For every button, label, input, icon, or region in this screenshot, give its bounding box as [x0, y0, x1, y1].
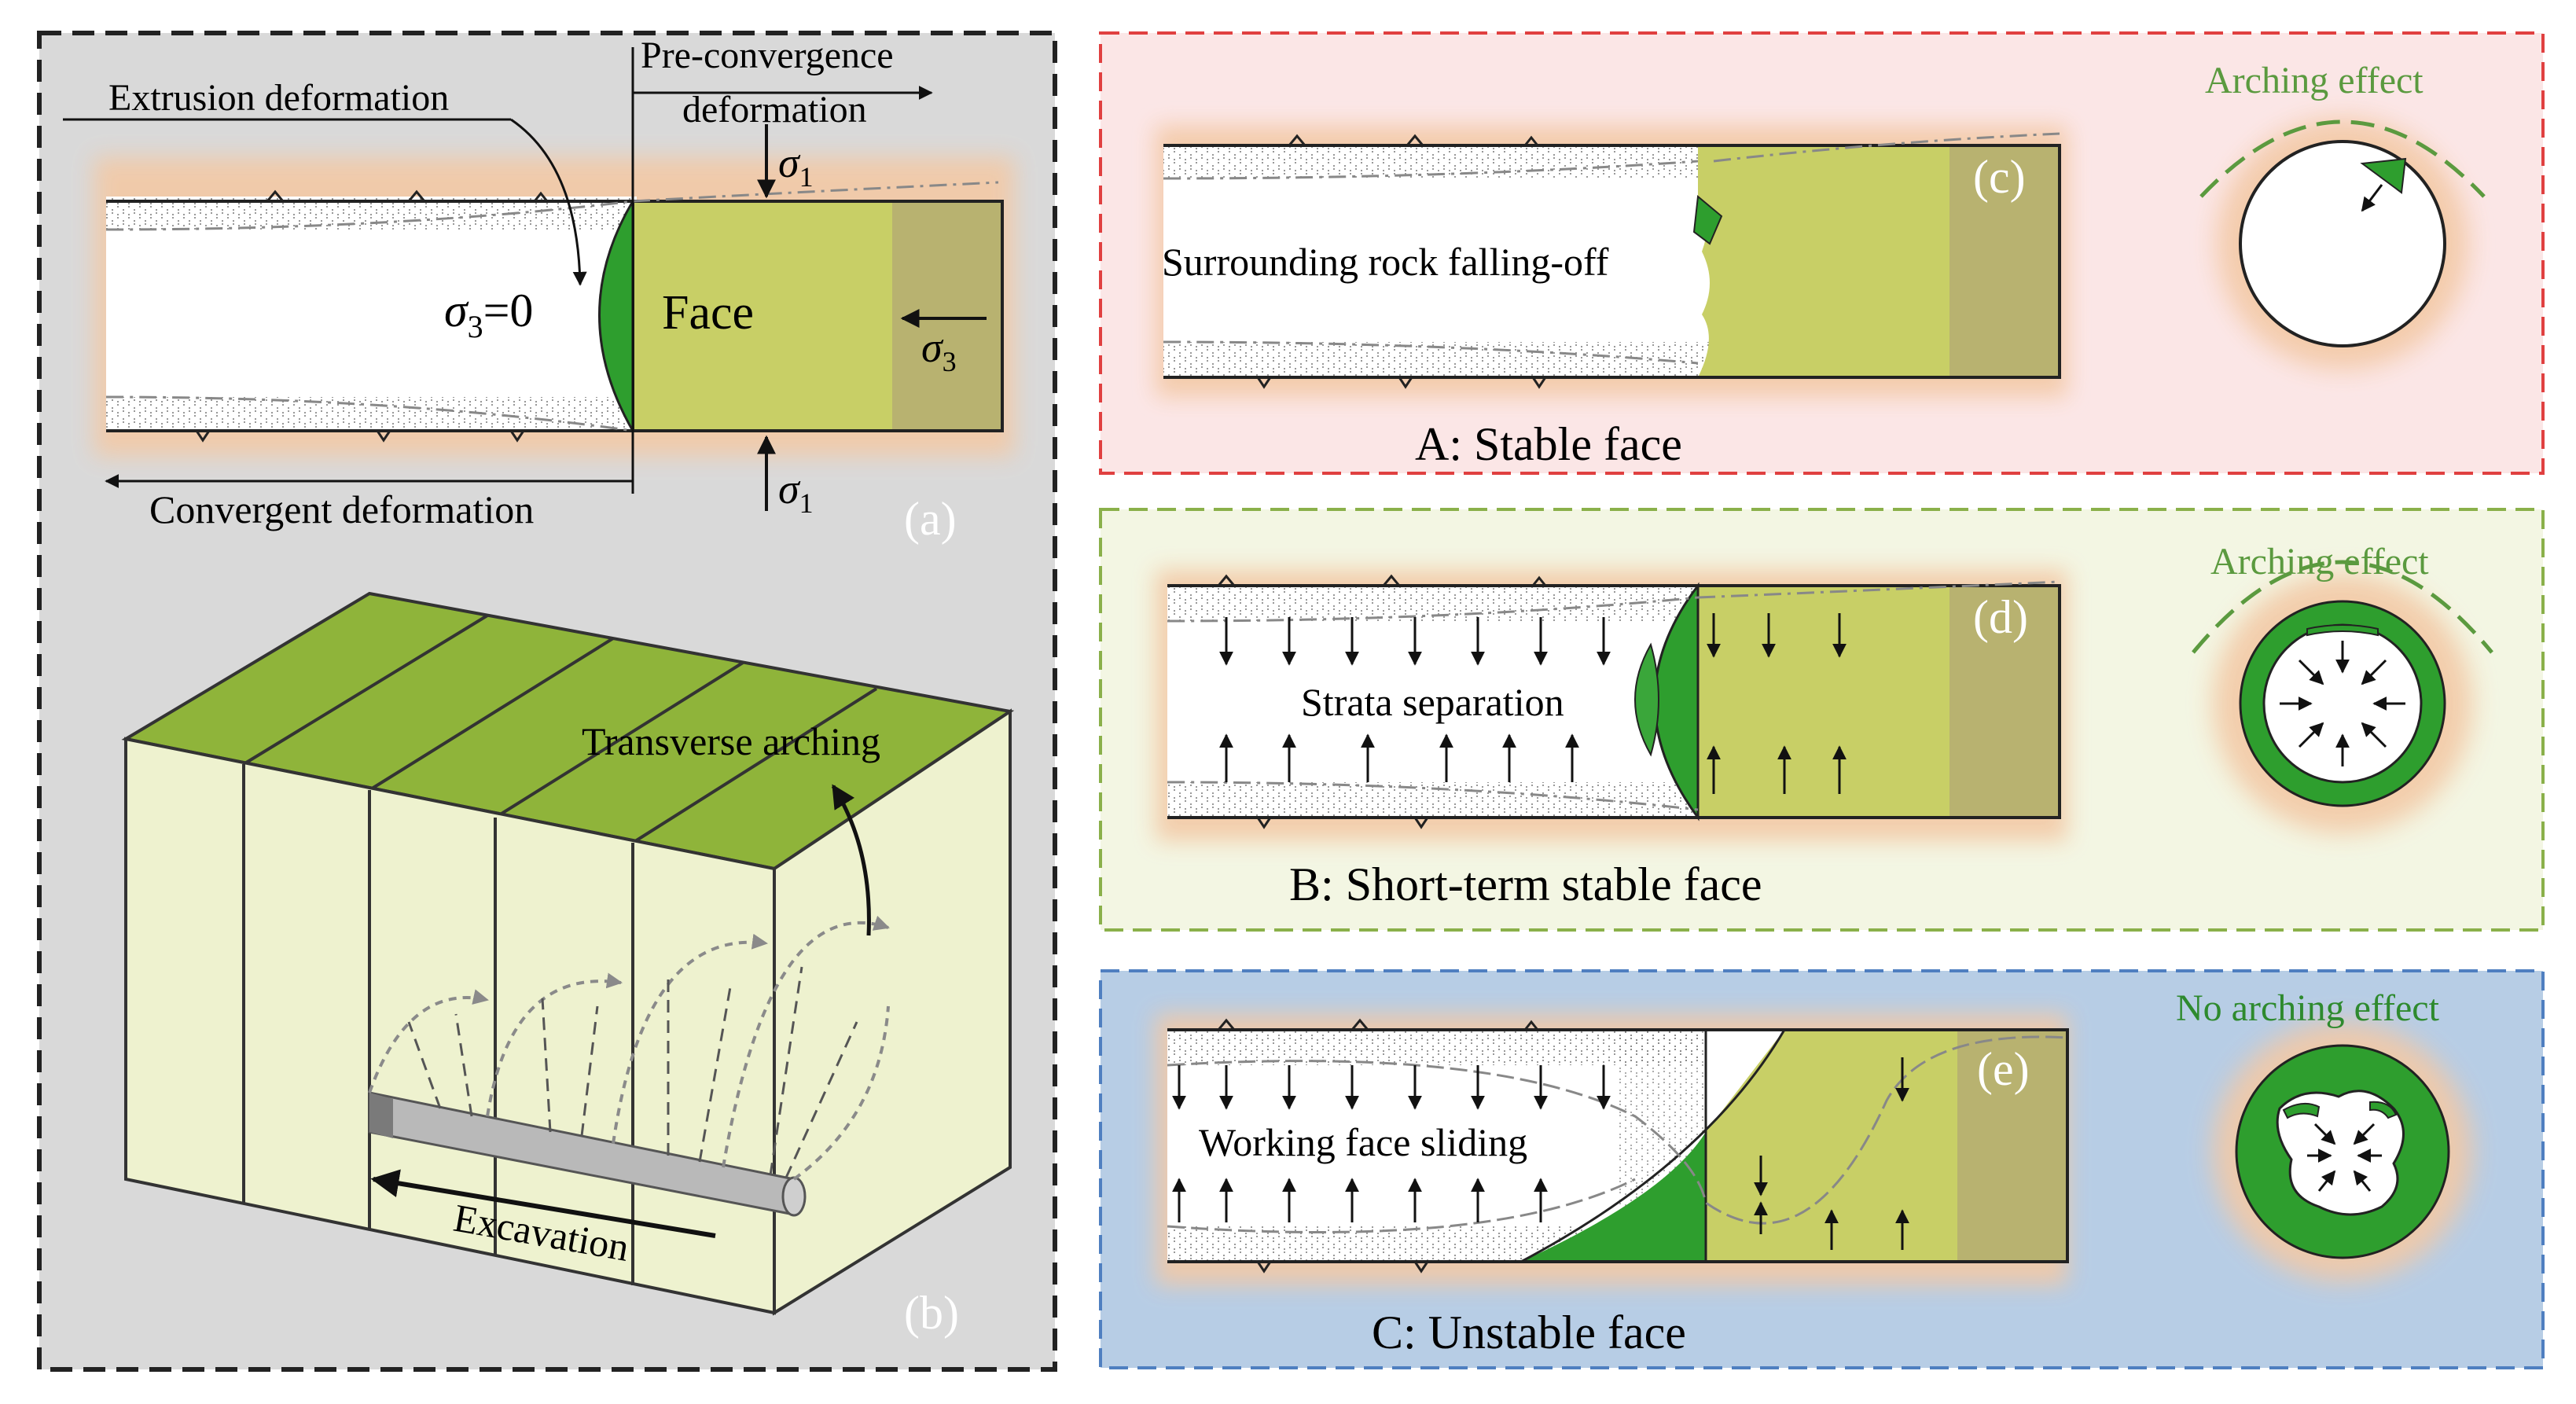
panel-e-label: (e)	[1977, 1043, 2030, 1095]
extrusion-label: Extrusion deformation	[108, 77, 449, 119]
panel-d-arching: Arching effect	[2210, 541, 2429, 583]
panel-a-label: (a)	[904, 493, 957, 545]
convergent-label: Convergent deformation	[149, 487, 534, 531]
panel-d-label: (d)	[1973, 591, 2028, 643]
sigma3-label: σ3	[921, 324, 957, 377]
panel-b-label: (b)	[904, 1287, 959, 1339]
panel-e-arching: No arching effect	[2176, 987, 2440, 1029]
preconv-label-1: Pre-convergence	[641, 35, 894, 76]
panel-c-caption: A: Stable face	[1415, 418, 1682, 470]
panel-c-arching: Arching effect	[2205, 60, 2423, 101]
sigma1-bottom-label: σ1	[778, 465, 814, 519]
panel-c-label: (c)	[1973, 151, 2026, 203]
panel-c-tunnel	[1156, 118, 2486, 397]
panel-e-sliding: Working face sliding	[1199, 1120, 1527, 1164]
panel-d-tunnel	[1156, 560, 2493, 841]
transverse-label: Transverse arching	[582, 719, 880, 763]
panel-c-falling: Surrounding rock falling-off	[1162, 240, 1609, 284]
panel-a-tunnel	[63, 47, 1014, 511]
panel-d-separation: Strata separation	[1301, 680, 1564, 724]
panel-e-caption: C: Unstable face	[1372, 1307, 1686, 1358]
face-label: Face	[662, 286, 754, 340]
sigma3-zero-label: σ3=0	[444, 285, 533, 344]
preconv-label-2: deformation	[682, 89, 867, 130]
panel-d-caption: B: Short-term stable face	[1289, 858, 1762, 910]
panel-e-tunnel	[1156, 1014, 2472, 1285]
panel-b-block	[121, 591, 1015, 1316]
sigma1-top-label: σ1	[778, 139, 814, 193]
